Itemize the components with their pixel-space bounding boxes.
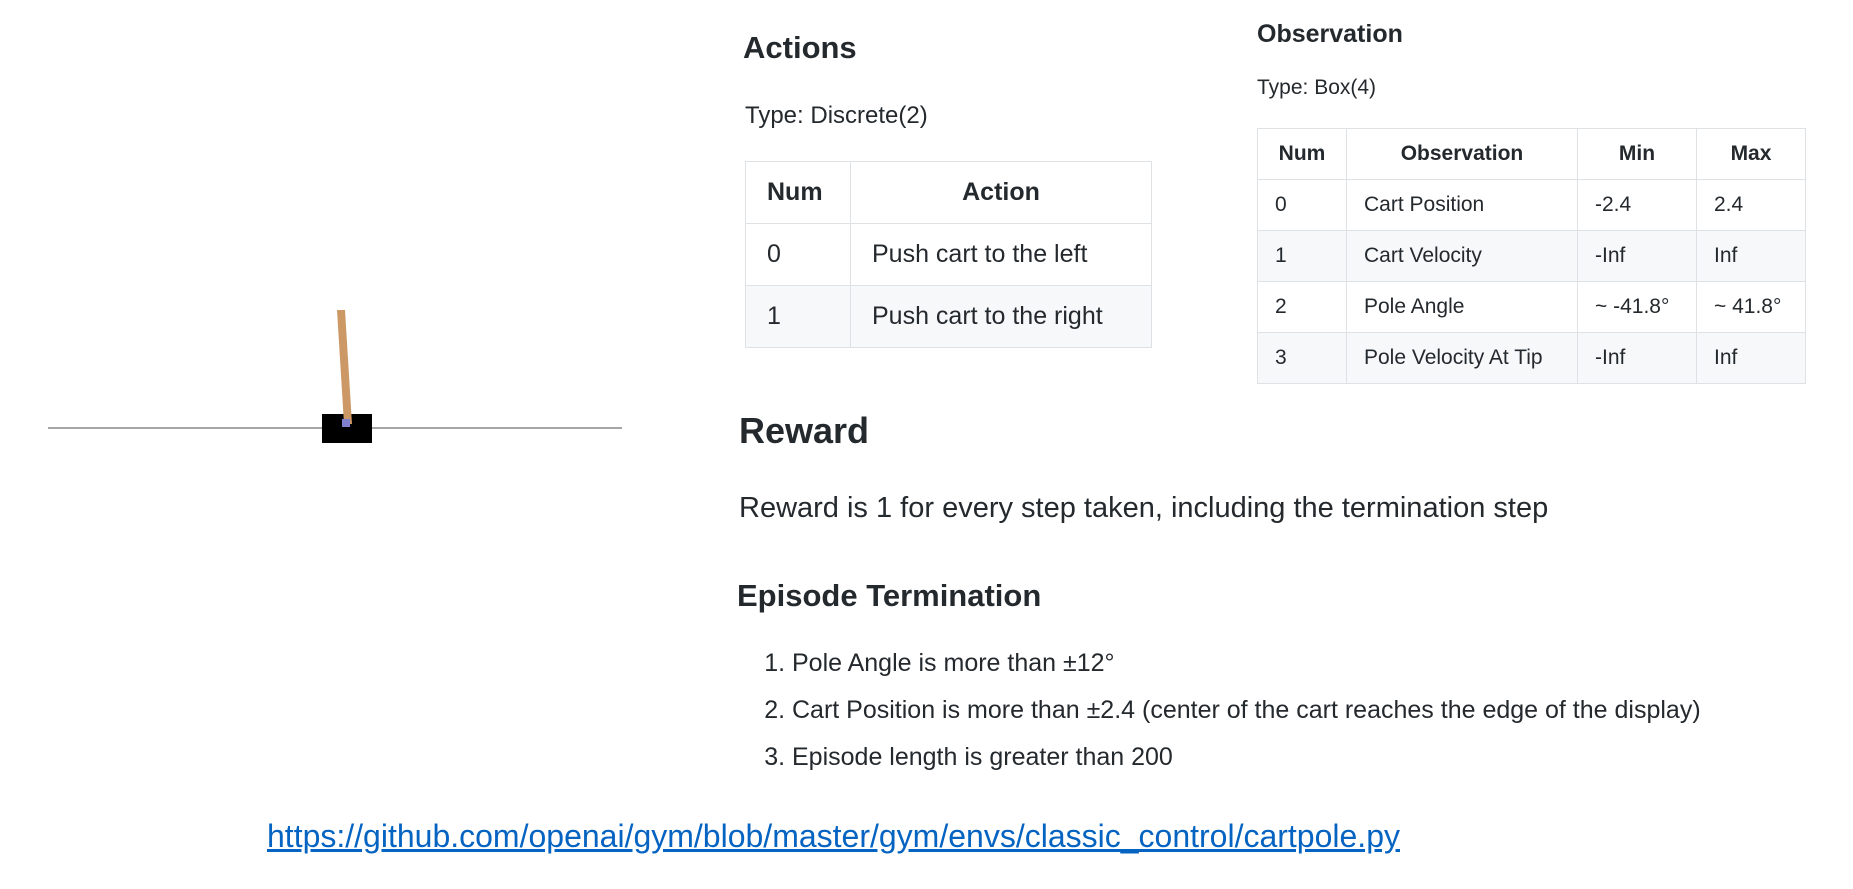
table-row: 3 Pole Velocity At Tip -Inf Inf	[1257, 332, 1806, 384]
table-cell: 1	[1257, 230, 1347, 282]
table-cell: Inf	[1696, 230, 1806, 282]
table-cell: 3	[1257, 332, 1347, 384]
column-header: Max	[1696, 128, 1806, 180]
table-cell: 2	[1257, 281, 1347, 333]
table-cell: Push cart to the left	[850, 223, 1152, 286]
list-item: Episode length is greater than 200	[792, 734, 1701, 781]
table-cell: Pole Angle	[1346, 281, 1578, 333]
table-cell: -2.4	[1577, 179, 1697, 231]
table-row: 0 Cart Position -2.4 2.4	[1257, 179, 1806, 231]
table-cell: 1	[745, 285, 851, 348]
table-cell: 2.4	[1696, 179, 1806, 231]
table-cell: 0	[745, 223, 851, 286]
column-header: Min	[1577, 128, 1697, 180]
column-header: Action	[850, 161, 1152, 224]
reward-title: Reward	[739, 410, 870, 451]
column-header: Observation	[1346, 128, 1578, 180]
source-code-link[interactable]: https://github.com/openai/gym/blob/maste…	[267, 818, 1400, 854]
column-header: Num	[1257, 128, 1347, 180]
table-cell: -Inf	[1577, 332, 1697, 384]
table-cell: Inf	[1696, 332, 1806, 384]
axle	[342, 419, 350, 427]
list-item: Pole Angle is more than ±12°	[792, 640, 1701, 687]
table-row: 0 Push cart to the left	[745, 223, 1152, 286]
table-cell: Cart Velocity	[1346, 230, 1578, 282]
observation-title: Observation	[1257, 20, 1403, 48]
table-row: 1 Cart Velocity -Inf Inf	[1257, 230, 1806, 282]
actions-table: Num Action 0 Push cart to the left 1 Pus…	[745, 161, 1152, 348]
table-cell: Pole Velocity At Tip	[1346, 332, 1578, 384]
table-cell: ~ 41.8°	[1696, 281, 1806, 333]
table-cell: -Inf	[1577, 230, 1697, 282]
table-header-row: Num Observation Min Max	[1257, 128, 1806, 180]
observation-type: Type: Box(4)	[1257, 76, 1377, 99]
table-cell: 0	[1257, 179, 1347, 231]
episode-termination-title: Episode Termination	[737, 578, 1042, 613]
column-header: Num	[745, 161, 851, 224]
actions-type: Type: Discrete(2)	[745, 102, 928, 129]
observation-table: Num Observation Min Max 0 Cart Position …	[1257, 128, 1806, 384]
table-row: 2 Pole Angle ~ -41.8° ~ 41.8°	[1257, 281, 1806, 333]
table-cell: Cart Position	[1346, 179, 1578, 231]
cartpole-illustration	[48, 310, 622, 443]
pole	[337, 310, 352, 424]
table-cell: Push cart to the right	[850, 285, 1152, 348]
reward-description: Reward is 1 for every step taken, includ…	[739, 492, 1549, 524]
table-cell: ~ -41.8°	[1577, 281, 1697, 333]
actions-title: Actions	[743, 30, 857, 65]
table-row: 1 Push cart to the right	[745, 285, 1152, 348]
table-header-row: Num Action	[745, 161, 1152, 224]
list-item: Cart Position is more than ±2.4 (center …	[792, 687, 1701, 734]
termination-list: Pole Angle is more than ±12° Cart Positi…	[744, 640, 1701, 781]
